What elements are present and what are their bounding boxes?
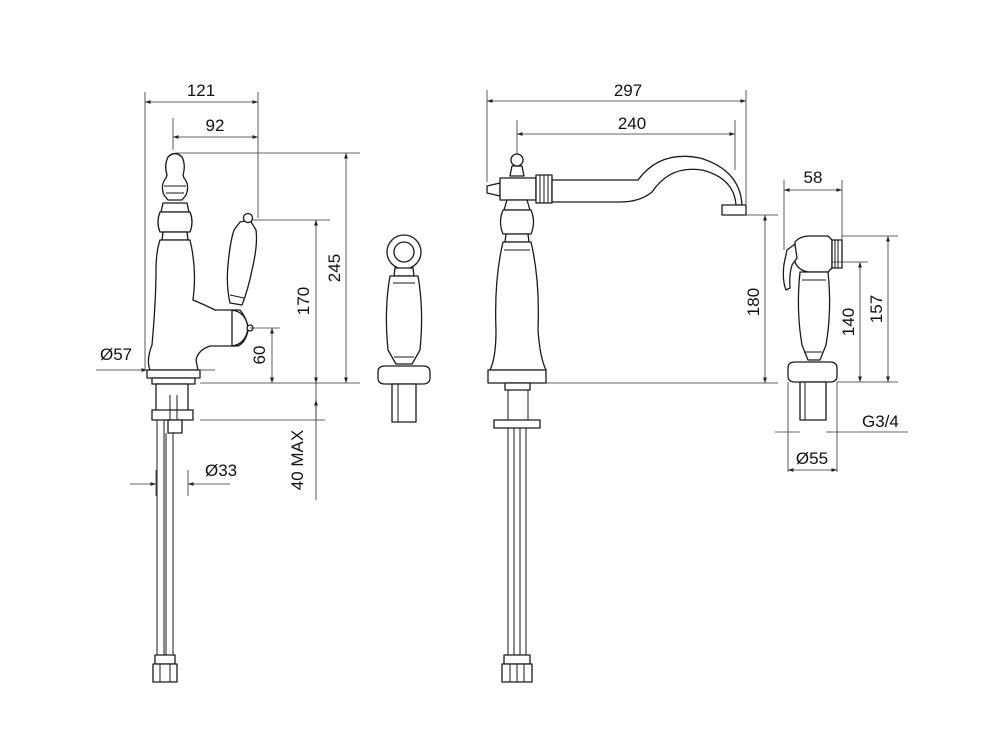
spray-side-view (783, 236, 842, 420)
dim-base-diameter: Ø57 (100, 345, 132, 364)
dim-spray-thread: G3/4 (862, 412, 899, 431)
dim-max-deck: 40 MAX (288, 430, 307, 490)
dim-shank-diameter: Ø33 (205, 461, 237, 480)
dim-side-height-handle: 170 (294, 287, 313, 315)
dim-spray-height-total: 157 (867, 295, 886, 323)
dim-front-reach-total: 297 (614, 81, 642, 100)
mixer-front-view (487, 154, 746, 682)
mixer-side-view (147, 154, 257, 683)
dim-side-width-total: 121 (187, 81, 215, 100)
dim-side-height-body: 60 (250, 346, 269, 365)
dim-spray-width: 58 (804, 168, 823, 187)
dim-side-width-inner: 92 (206, 116, 225, 135)
dim-spray-base-diameter: Ø55 (796, 449, 828, 468)
dim-front-spout-height: 180 (744, 288, 763, 316)
dim-front-reach-spout: 240 (618, 114, 646, 133)
dim-spray-height-body: 140 (839, 308, 858, 336)
dim-side-height-total: 245 (325, 254, 344, 282)
spray-front-view (378, 235, 430, 422)
